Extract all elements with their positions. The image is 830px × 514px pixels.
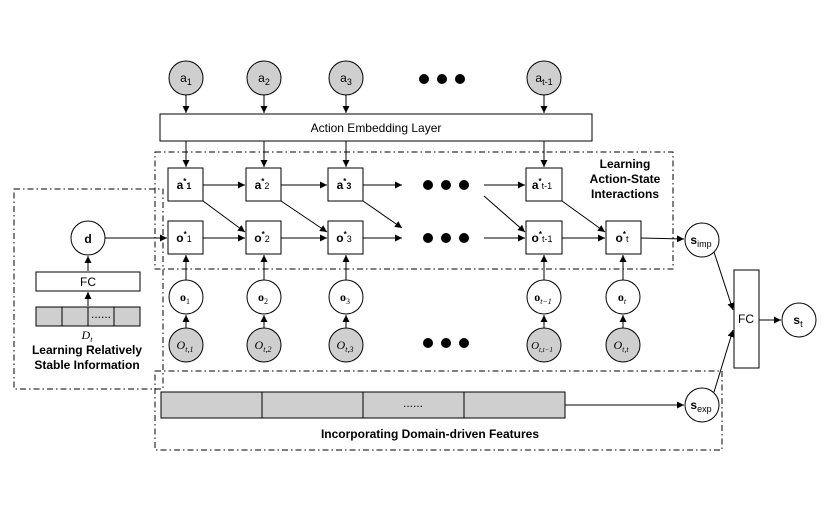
- svg-text:......: ......: [403, 396, 423, 410]
- svg-text:Ot,2: Ot,2: [255, 338, 272, 354]
- domain-features-region: [154, 370, 723, 451]
- obs-state-o-star-t: o*t: [605, 220, 642, 255]
- action-state-a-star-1: a*1: [167, 167, 204, 202]
- stable-input-vector: ......: [35, 306, 141, 327]
- middle-ellipsis-dots-lower: [423, 233, 469, 243]
- svg-text:a*1: a*1: [177, 177, 192, 192]
- top-input-a-2: a2: [246, 60, 282, 96]
- stable-fc-box: [35, 271, 141, 292]
- svg-text:o1: o1: [180, 290, 190, 306]
- svg-text:sexp: sexp: [690, 398, 711, 414]
- interaction-region-label-line-1: Learning: [600, 157, 651, 171]
- s-imp-node: simp: [684, 222, 720, 258]
- obs-state-o-star-1: o*1: [167, 220, 204, 255]
- svg-text:o2: o2: [258, 290, 268, 306]
- svg-text:o3: o3: [340, 290, 350, 306]
- obs-node-o-t-1: ot−1: [526, 279, 562, 315]
- svg-text:st: st: [793, 313, 803, 329]
- edge-astar3-cont-diag: [362, 200, 403, 229]
- svg-text:a*2: a*2: [255, 177, 270, 192]
- raw-obs-node-t: Ot,t: [605, 327, 641, 363]
- edge-astar1-ostar2: [202, 200, 246, 233]
- stable-region-label-line-1: Learning Relatively: [32, 343, 142, 357]
- svg-text:Ot,t: Ot,t: [613, 338, 629, 354]
- top-input-a-3: a3: [328, 60, 364, 96]
- obs-state-o-star-3: o*3: [327, 220, 364, 255]
- svg-text:Ot,1: Ot,1: [177, 338, 194, 354]
- edge-simp-fc: [713, 251, 735, 311]
- obs-node-o-2: o2: [246, 279, 282, 315]
- edge-ostar-t-simp: [640, 235, 685, 243]
- interaction-region-label-line-2: Action-State: [590, 172, 661, 186]
- svg-text:simp: simp: [690, 233, 711, 249]
- obs-state-o-star-2: o*2: [245, 220, 282, 255]
- interaction-region-label-line-3: Interactions: [591, 187, 659, 201]
- svg-text:a*3: a*3: [337, 177, 352, 192]
- svg-text:o*2: o*2: [254, 230, 269, 245]
- edge-astar-t1-ostar-t: [561, 200, 606, 233]
- raw-obs-node-t-1: Ot,t−1: [526, 327, 562, 363]
- domain-region-label: Incorporating Domain-driven Features: [321, 427, 539, 441]
- top-ellipsis-dots: [419, 74, 465, 84]
- svg-text:Ot,3: Ot,3: [337, 338, 354, 354]
- final-fc-label: FC: [738, 312, 754, 326]
- svg-text:o*3: o*3: [336, 230, 351, 245]
- action-state-a-star-2: a*2: [245, 167, 282, 202]
- action-embedding-layer: [159, 113, 593, 142]
- obs-state-o-star-t-1: o*t-1: [525, 220, 563, 255]
- svg-text:a1: a1: [180, 71, 192, 87]
- svg-text:o*t: o*t: [616, 230, 629, 245]
- stable-input-label: Dt: [81, 328, 94, 344]
- svg-text:......: ......: [91, 307, 111, 321]
- middle-ellipsis-dots-upper: [423, 180, 469, 190]
- edge-cont-ostar-t1-diag: [483, 195, 526, 233]
- domain-feature-vector: ......: [160, 391, 566, 419]
- stable-node-d-label: d: [84, 232, 91, 246]
- raw-obs-node-3: Ot,3: [328, 327, 364, 363]
- svg-text:ot−1: ot−1: [534, 290, 552, 306]
- svg-text:o*1: o*1: [176, 230, 191, 245]
- svg-text:a*t-1: a*t-1: [532, 177, 552, 192]
- svg-text:Ot,t−1: Ot,t−1: [531, 340, 553, 354]
- svg-text:a2: a2: [258, 71, 270, 87]
- action-state-a-star-3: a*3: [327, 167, 364, 202]
- svg-text:at-1: at-1: [535, 71, 552, 87]
- obs-node-o-1: o1: [168, 279, 204, 315]
- obs-node-o-t: ot: [605, 279, 641, 315]
- final-fc-box: [733, 269, 760, 369]
- raw-obs-node-1: Ot,1: [168, 327, 204, 363]
- edge-sexp-fc: [713, 329, 735, 393]
- svg-text:a3: a3: [340, 71, 352, 87]
- svg-text:ot: ot: [618, 290, 627, 306]
- obs-node-o-3: o3: [328, 279, 364, 315]
- bottom-ellipsis-dots: [423, 338, 469, 348]
- interaction-region: [154, 151, 674, 270]
- svg-text:o*t-1: o*t-1: [532, 230, 553, 245]
- stable-info-region: [13, 188, 164, 390]
- top-input-a-t-1: at-1: [526, 60, 562, 96]
- top-input-a-1: a1: [168, 60, 204, 96]
- output-s-t-node: st: [781, 302, 817, 338]
- action-embedding-layer-label: Action Embedding Layer: [311, 121, 442, 135]
- raw-obs-node-2: Ot,2: [246, 327, 282, 363]
- s-exp-node: sexp: [684, 387, 720, 423]
- action-state-a-star-t-1: a*t-1: [525, 167, 563, 202]
- stable-fc-label: FC: [80, 275, 96, 289]
- edge-astar2-ostar3: [280, 200, 328, 233]
- stable-region-label-line-2: Stable Information: [34, 358, 139, 372]
